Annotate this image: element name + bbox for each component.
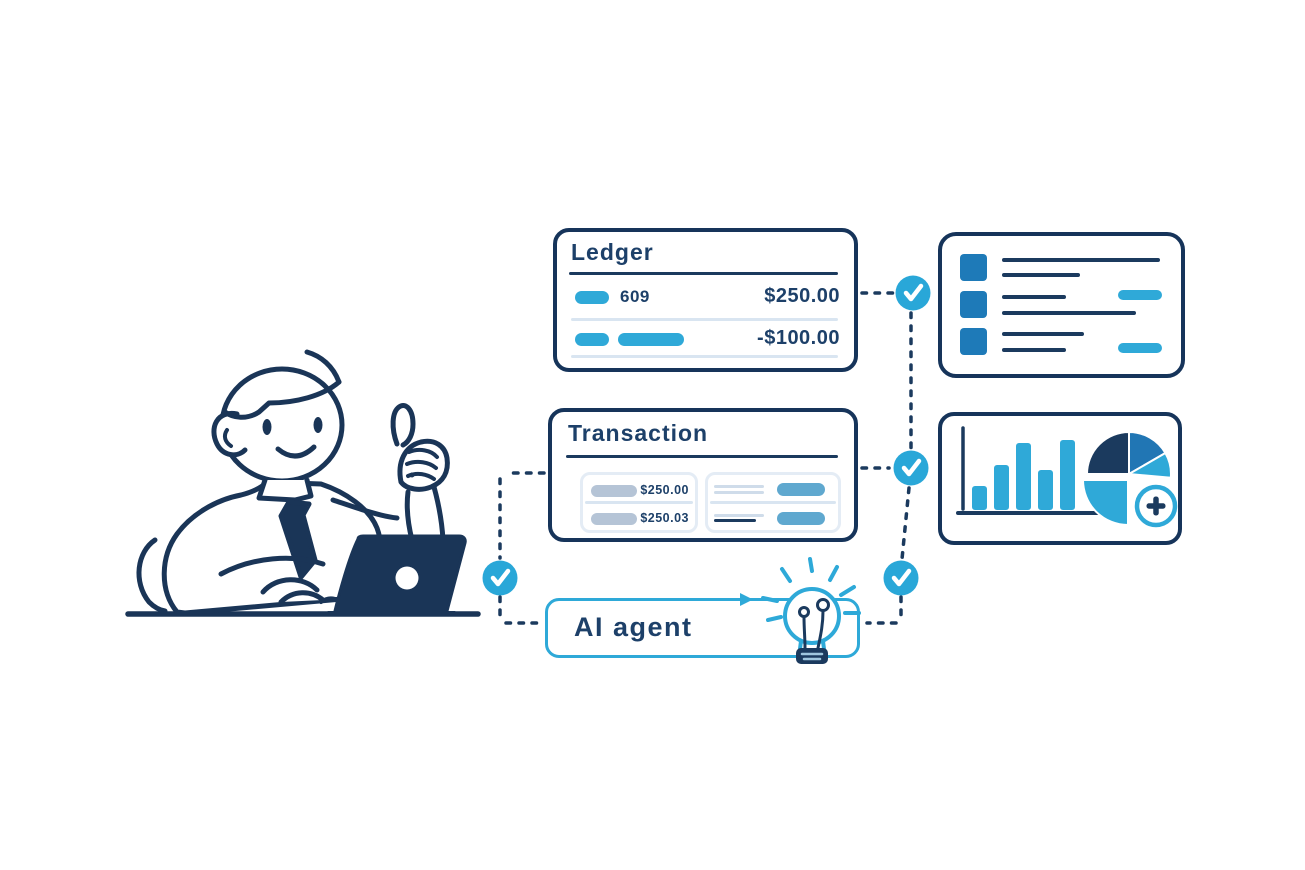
checkmark-badge (883, 560, 919, 596)
text-line (1002, 311, 1136, 315)
text-line (714, 519, 756, 522)
text-line (1002, 273, 1080, 277)
text-line (1002, 332, 1084, 336)
checklist-card (938, 232, 1185, 378)
bar (994, 465, 1009, 510)
forearm-inner (404, 489, 415, 543)
collar (256, 477, 314, 503)
connector-lines (498, 291, 913, 625)
chair (136, 537, 168, 614)
left-hand (260, 577, 320, 595)
bulb-neck (798, 639, 826, 651)
finger-curl (405, 459, 438, 470)
laptop-base (321, 611, 461, 616)
ledger-row-amount: -$100.00 (757, 327, 840, 349)
transaction-card: Transaction $250.00 $250.03 (548, 408, 858, 542)
finger-curl (407, 447, 439, 459)
transaction-amount: $250.03 (640, 511, 689, 525)
lightbulb-rays (761, 557, 861, 622)
bulb-glass (783, 587, 841, 645)
tag-pill (575, 291, 609, 304)
sleeve-line (330, 497, 400, 521)
bar (1016, 443, 1031, 510)
pie-slice-bottom (1081, 479, 1129, 527)
ear (211, 410, 248, 458)
row-divider (571, 318, 838, 321)
mini-charts (956, 426, 1178, 528)
smile (275, 444, 317, 459)
lightbulb-icon (761, 557, 861, 664)
check-badges (482, 275, 931, 596)
arrow-right-icon (740, 593, 753, 606)
bar (972, 486, 987, 510)
bar (1060, 440, 1075, 510)
label-pill (591, 485, 637, 497)
bars (972, 440, 1075, 510)
amounts-box: $250.00 $250.03 (580, 472, 698, 533)
text-line (1002, 258, 1160, 262)
forearm-outer (429, 477, 446, 543)
knuckle-dot (409, 472, 415, 478)
value-pill (777, 512, 825, 525)
connector-vertical-2 (900, 486, 911, 561)
ledger-row-code: 609 (620, 287, 650, 306)
value-pill (777, 483, 825, 496)
ledger-row-amount: $250.00 (764, 285, 840, 307)
text-line (714, 514, 764, 517)
pie-chart-icon (1081, 430, 1172, 527)
left-fingers (278, 590, 326, 605)
check-icon (490, 568, 511, 587)
ai-agent-title: AI agent (574, 612, 693, 642)
checkmark-badge (895, 275, 931, 311)
checkbox-square-icon (960, 328, 987, 355)
ear-inner (222, 428, 233, 448)
text-line (1002, 348, 1066, 352)
transaction-amount: $250.00 (640, 483, 689, 497)
pie-slice-dark (1085, 430, 1130, 475)
ledger-title-rule (569, 272, 838, 275)
bar (1038, 470, 1053, 510)
transaction-title: Transaction (568, 420, 709, 446)
ledger-title: Ledger (571, 239, 654, 265)
text-line (714, 491, 764, 494)
check-icon (903, 283, 924, 302)
check-icon (891, 568, 912, 587)
left-arm (218, 555, 326, 577)
checkmark-badge (893, 450, 929, 486)
laptop-logo (395, 566, 419, 590)
status-pill (1118, 290, 1162, 300)
ai-agent-card: AI agent (545, 557, 861, 664)
checkmark-badge (482, 560, 518, 596)
row-divider (585, 501, 693, 504)
head (219, 366, 345, 484)
transaction-title-rule (566, 455, 838, 458)
entries-box (705, 472, 841, 533)
row-divider (571, 355, 838, 358)
hair-swoosh (304, 349, 342, 385)
checkbox-square-icon (960, 291, 987, 318)
bulb-circuit (798, 598, 830, 650)
eye-left (262, 419, 272, 435)
chart-card (938, 412, 1182, 545)
label-pill (591, 513, 637, 525)
status-pill (1118, 343, 1162, 353)
tag-pill (575, 333, 609, 346)
bar-chart-icon (956, 426, 1125, 515)
hairline (222, 379, 342, 420)
label-pill (618, 333, 684, 346)
plus-icon (1134, 484, 1178, 528)
text-line (1002, 295, 1066, 299)
person-illustration (125, 349, 481, 617)
row-divider (710, 501, 836, 504)
pie-slice-light (1125, 451, 1172, 479)
ledger-card: Ledger 609 $250.00 -$100.00 (553, 228, 858, 372)
text-line (714, 485, 764, 488)
bulb-base (796, 648, 828, 664)
check-icon (901, 458, 922, 477)
thumb (390, 403, 416, 448)
eye-right (313, 417, 323, 433)
checkbox-square-icon (960, 254, 987, 281)
